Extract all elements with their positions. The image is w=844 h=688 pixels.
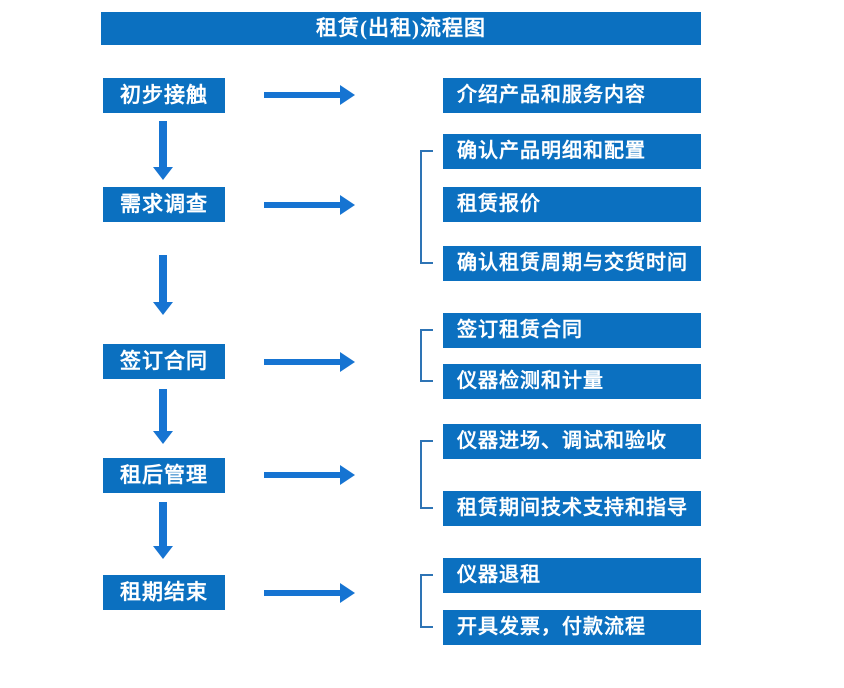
output-box-confirm-details: 确认产品明细和配置 [443, 134, 701, 169]
output-box-instrument-return: 仪器退租 [443, 558, 701, 593]
output-box-intro-products: 介绍产品和服务内容 [443, 78, 701, 113]
step-box-sign-contract: 签订合同 [103, 344, 225, 379]
output-box-instrument-test: 仪器检测和计量 [443, 364, 701, 399]
group-bracket [420, 150, 433, 264]
down-arrow-icon [153, 389, 173, 444]
group-bracket [420, 329, 433, 382]
group-bracket [420, 574, 433, 628]
output-box-sign-rental-contract: 签订租赁合同 [443, 313, 701, 348]
right-arrow-icon [264, 472, 340, 478]
output-box-rental-quote: 租赁报价 [443, 187, 701, 222]
step-box-initial-contact: 初步接触 [103, 78, 225, 113]
group-bracket [420, 440, 433, 509]
down-arrow-icon [153, 121, 173, 180]
step-box-rental-end: 租期结束 [103, 575, 225, 610]
right-arrow-icon [264, 359, 340, 365]
output-box-confirm-period: 确认租赁周期与交货时间 [443, 246, 701, 281]
output-box-instrument-entry: 仪器进场、调试和验收 [443, 424, 701, 459]
right-arrow-icon [264, 590, 340, 596]
right-arrow-icon [264, 202, 340, 208]
right-arrow-icon [264, 92, 340, 98]
down-arrow-icon [153, 502, 173, 559]
down-arrow-icon [153, 255, 173, 315]
output-box-tech-support: 租赁期间技术支持和指导 [443, 491, 701, 526]
output-box-invoice-payment: 开具发票，付款流程 [443, 610, 701, 645]
flowchart-title: 租赁(出租)流程图 [101, 12, 701, 45]
step-box-demand-survey: 需求调查 [103, 187, 225, 222]
step-box-post-rental: 租后管理 [103, 458, 225, 493]
